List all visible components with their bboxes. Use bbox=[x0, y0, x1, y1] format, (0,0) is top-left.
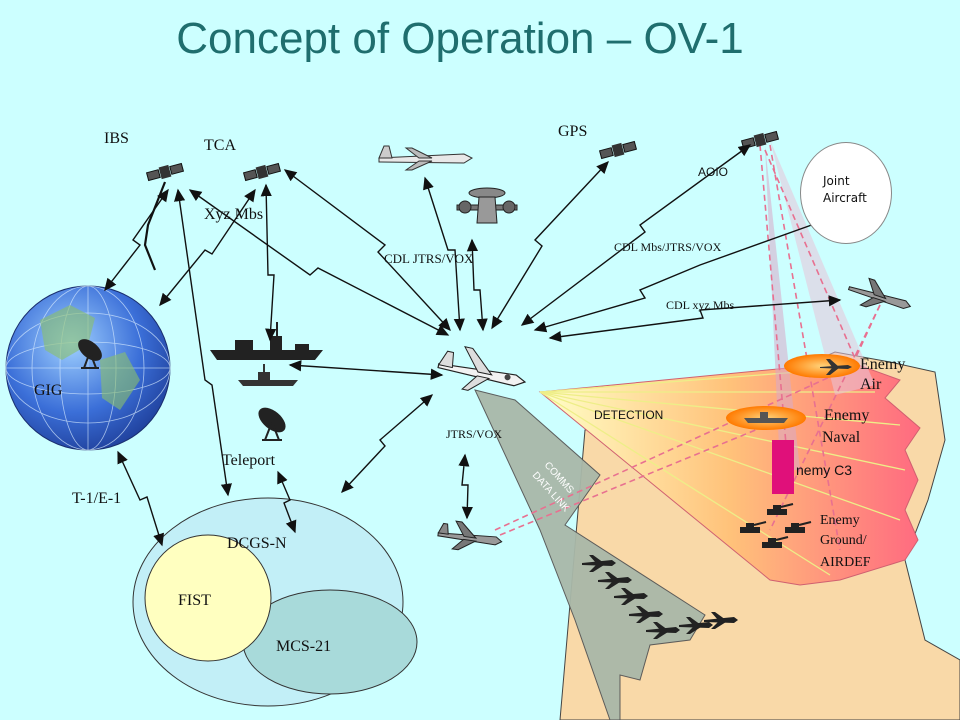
satellite-dish-icon bbox=[258, 407, 286, 441]
label-xyz-mbs: Xyz Mbs bbox=[204, 206, 264, 223]
tank-icon bbox=[740, 503, 812, 548]
enemy-air-glow bbox=[784, 354, 860, 378]
label-cdl-jtrs-vox: CDL JTRS/VOX bbox=[384, 251, 474, 266]
label-joint: Joint bbox=[823, 174, 850, 188]
satellite-dish-icon bbox=[78, 339, 102, 369]
aircraft-icon bbox=[437, 520, 503, 551]
label-enemy-naval-2: Naval bbox=[822, 429, 861, 446]
label-ibs: IBS bbox=[104, 130, 129, 147]
aircraft-icon bbox=[820, 359, 852, 375]
label-enemy-ground-1: Enemy bbox=[820, 513, 860, 528]
satellite-icon bbox=[145, 162, 185, 182]
satellite-icon bbox=[598, 140, 638, 160]
surveillance-beam-2 bbox=[770, 140, 875, 395]
ship-icon bbox=[210, 322, 323, 360]
label-fist: FIST bbox=[178, 592, 211, 609]
detection-rays bbox=[539, 367, 906, 576]
page-title: Concept of Operation – OV-1 bbox=[176, 14, 744, 63]
fist-circle bbox=[144, 534, 272, 662]
label-dcgs-n: DCGS-N bbox=[227, 535, 287, 552]
ship-icon bbox=[238, 364, 298, 386]
satellite-icon bbox=[242, 162, 282, 182]
aircraft-icon bbox=[378, 145, 474, 171]
label-cdl-xyz-mbs: CDL xyz Mbs bbox=[666, 298, 735, 312]
label-cdl-mbs-jtrs-vox: CDL Mbs/JTRS/VOX bbox=[614, 240, 722, 254]
ship-icon bbox=[744, 412, 788, 423]
label-tca: TCA bbox=[204, 137, 236, 154]
label-enemy-ground-2: Ground/ bbox=[820, 533, 867, 548]
label-mcs-21: MCS-21 bbox=[276, 638, 332, 655]
label-enemy-naval-1: Enemy bbox=[824, 407, 870, 424]
enemy-c3-marker bbox=[772, 440, 794, 494]
aircraft-icon bbox=[582, 555, 738, 639]
communication-links bbox=[104, 144, 842, 547]
label-enemy-air-1: Enemy bbox=[860, 356, 906, 373]
label-enemy-ground-3: AIRDEF bbox=[820, 555, 871, 570]
label-aircraft: Aircraft bbox=[823, 191, 867, 205]
label-aoio: AOIO bbox=[698, 165, 729, 179]
label-enemy-c3: nemy C3 bbox=[796, 462, 853, 478]
label-gig: GIG bbox=[34, 382, 63, 399]
label-t1-e1: T-1/E-1 bbox=[72, 490, 122, 507]
label-jtrs-vox: JTRS/VOX bbox=[446, 427, 503, 441]
label-detection: DETECTION bbox=[594, 408, 664, 422]
label-teleport: Teleport bbox=[222, 452, 276, 469]
aircraft-icon bbox=[847, 277, 912, 309]
label-enemy-air-2: Air bbox=[860, 376, 882, 393]
satellite-icon bbox=[740, 130, 780, 150]
aircraft-icon bbox=[456, 187, 518, 224]
label-gps: GPS bbox=[558, 123, 588, 140]
